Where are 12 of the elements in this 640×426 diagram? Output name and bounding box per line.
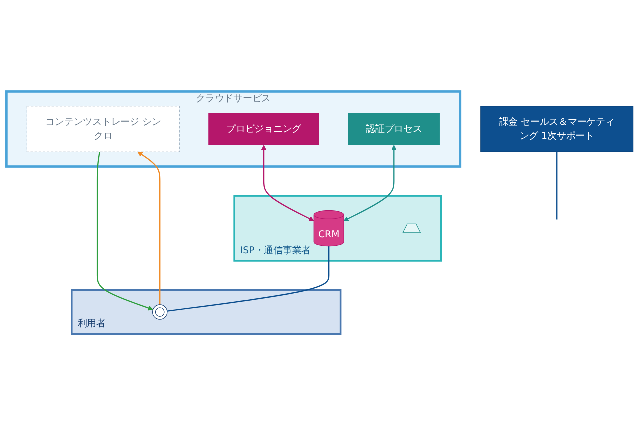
node-box: コンテンツストレージ シンクロ bbox=[26, 106, 180, 152]
connector bbox=[167, 246, 330, 312]
node-box: 認証プロセス bbox=[348, 113, 440, 146]
node-box: 課金 セールス＆マーケティング 1次サポート bbox=[480, 106, 634, 152]
node-person bbox=[152, 304, 168, 320]
cluster: 利用者 bbox=[71, 289, 342, 336]
node-picture bbox=[402, 224, 422, 234]
node-box: プロビジョニング bbox=[208, 113, 320, 146]
connector bbox=[556, 152, 558, 220]
arrow bbox=[138, 152, 161, 305]
arrow bbox=[261, 145, 314, 222]
arrow bbox=[344, 145, 397, 222]
